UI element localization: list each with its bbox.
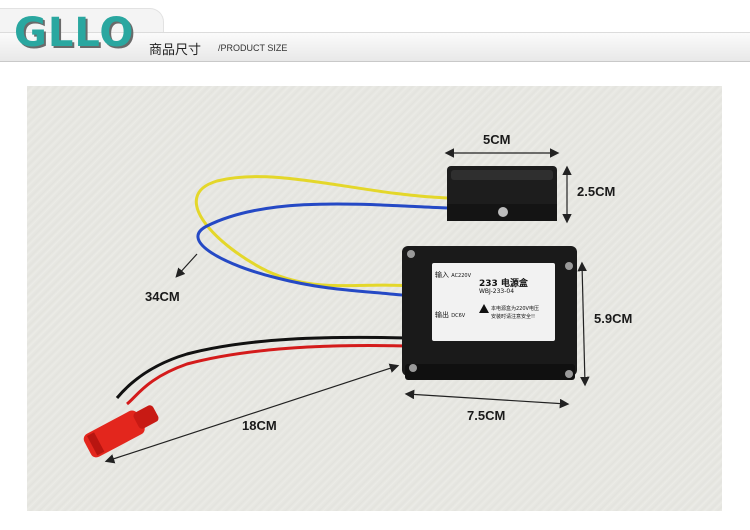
red-wire (126, 344, 408, 406)
brand-logo: GLLO (14, 10, 135, 56)
label-output-value: DC6V (451, 313, 466, 319)
section-subtitle: /PRODUCT SIZE (218, 43, 288, 53)
dim-wire-red: 18CM (242, 418, 277, 433)
title-strip (0, 32, 750, 62)
product-photo: 233 电源盒 WBJ-233-04 输入 AC220V 输出 DC6V 本电源… (27, 86, 722, 511)
label-input-value: AC220V (451, 273, 472, 279)
section-title: 商品尺寸 (149, 42, 202, 57)
label-warning-2: 安装时请注意安全!! (491, 314, 536, 320)
label-title: 233 电源盒 (479, 279, 528, 289)
device-label (432, 263, 555, 341)
label-output-text: 输出 (435, 311, 449, 319)
dim-small-width: 5CM (483, 132, 511, 147)
label-input-text: 输入 (435, 271, 449, 279)
blue-wire (196, 202, 448, 298)
label-input: 输入 AC220V (435, 271, 475, 280)
dim-wire-top: 34CM (145, 289, 180, 304)
dim-main-width: 7.5CM (467, 408, 506, 423)
dim-main-height: 5.9CM (594, 311, 633, 326)
warning-icon (479, 304, 489, 313)
main-box (402, 246, 577, 380)
yellow-wire (194, 175, 448, 288)
page-header: GLLO 商品尺寸 /PRODUCT SIZE (0, 0, 750, 62)
red-connector (83, 405, 159, 458)
label-warning-1: 本电源盒为220V电压 (491, 306, 539, 312)
dim-small-height: 2.5CM (577, 184, 616, 199)
label-model: WBJ-233-04 (479, 288, 515, 295)
label-output: 输出 DC6V (435, 311, 475, 320)
small-box (447, 166, 557, 221)
